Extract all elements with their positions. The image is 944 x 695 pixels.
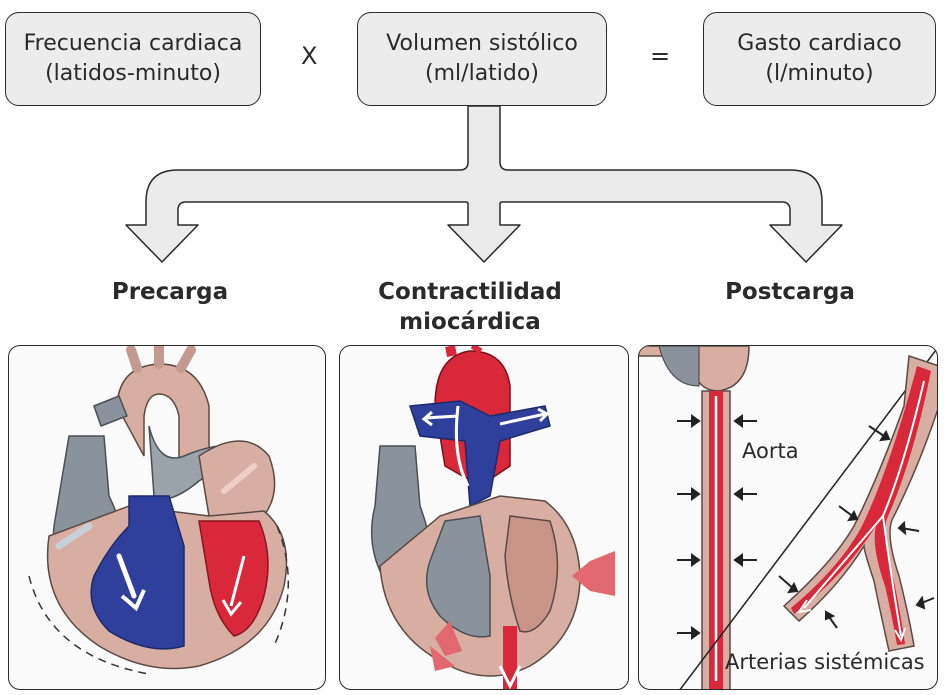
contractility-heading: Contractilidad miocárdica <box>360 277 580 337</box>
afterload-vessel-illustration <box>639 346 938 690</box>
preload-title: Precarga <box>80 277 260 307</box>
afterload-title: Postcarga <box>700 277 880 307</box>
contractility-title-line2: miocárdica <box>360 307 580 337</box>
preload-heart-illustration <box>9 346 326 690</box>
contractility-title-line1: Contractilidad <box>360 277 580 307</box>
branch-arrow-shape <box>126 106 842 262</box>
systemic-arteries-label: Arterias sistémicas <box>725 650 925 674</box>
aorta-label: Aorta <box>742 439 799 463</box>
afterload-heading: Postcarga <box>700 277 880 307</box>
afterload-illustration-panel: Aorta Arterias sistémicas <box>638 345 938 690</box>
contractility-illustration-panel <box>339 345 629 690</box>
preload-illustration-panel <box>8 345 326 690</box>
contractility-heart-illustration <box>340 346 629 690</box>
branch-connector-arrow <box>0 0 944 270</box>
preload-heading: Precarga <box>80 277 260 307</box>
